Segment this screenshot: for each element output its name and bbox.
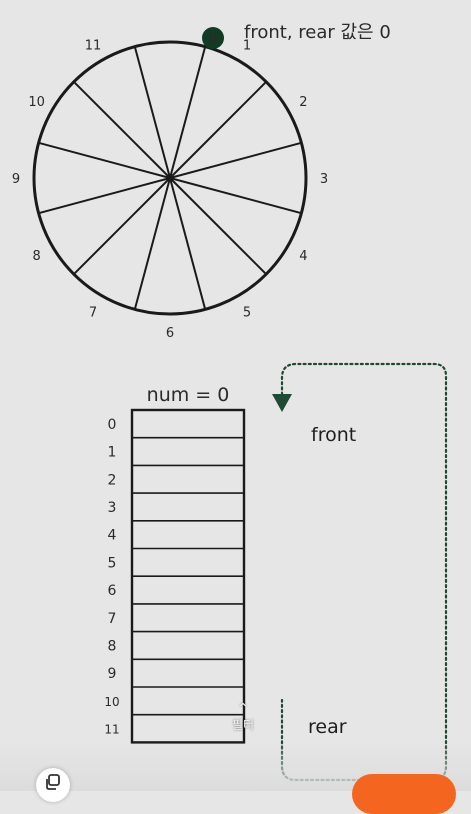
circular-queue-spokes	[38, 46, 302, 310]
circle-spoke	[169, 177, 207, 310]
slot-label: 7	[89, 305, 97, 320]
array-index-label: 7	[108, 611, 117, 627]
circular-queue-diagram: 0 1 2 3 4 5 6 7 8 9 10 11	[12, 27, 328, 341]
slot-label: 5	[243, 305, 251, 320]
circle-spoke	[73, 177, 171, 275]
slot-label: 9	[12, 172, 20, 187]
circle-spoke	[38, 141, 171, 179]
filter-hint[interactable]: ⌃ 필터	[226, 702, 260, 733]
rear-pointer-label: rear	[308, 716, 347, 738]
chevron-up-icon: ⌃	[237, 701, 249, 717]
circle-spoke	[169, 177, 267, 275]
filter-hint-label: 필터	[231, 718, 255, 732]
slot-label: 8	[32, 249, 40, 264]
array-index-label: 1	[108, 445, 117, 461]
circle-spoke	[38, 177, 171, 215]
array-index-labels: 0 1 2 3 4 5 6 7 8 9 10 11	[104, 417, 119, 737]
slot-label: 1	[243, 39, 251, 54]
slot-label: 2	[299, 95, 307, 110]
circle-spoke	[73, 81, 171, 179]
circle-spoke	[169, 46, 207, 179]
array-index-label: 3	[108, 500, 117, 516]
queue-state-note: front, rear 값은 0	[244, 22, 391, 43]
dotted-loop-path	[280, 362, 448, 782]
array-index-label: 9	[108, 666, 117, 682]
array-index-label: 6	[108, 583, 117, 599]
copy-button[interactable]	[36, 768, 70, 802]
circle-spoke	[133, 177, 171, 310]
slot-label: 10	[28, 95, 45, 110]
circle-spoke	[169, 177, 302, 215]
action-button[interactable]	[352, 774, 456, 814]
array-index-label: 5	[108, 555, 117, 571]
loop-arrow-head	[272, 394, 292, 412]
array-diagram: num = 0 0 1 2 3 4 5 6 7 8 9 10 11	[104, 384, 246, 744]
array-index-label: 11	[104, 723, 119, 737]
circle-spoke	[169, 141, 302, 179]
array-index-label: 0	[108, 417, 117, 433]
array-index-label: 8	[108, 638, 117, 654]
highlight-badge	[202, 27, 224, 49]
array-index-label: 4	[108, 528, 117, 544]
slot-label: 11	[85, 39, 102, 54]
slot-label-highlighted: 0	[208, 32, 217, 47]
circle-spoke	[133, 46, 171, 179]
circular-queue-ring	[32, 40, 308, 316]
array-index-label: 2	[108, 472, 117, 488]
slot-label: 3	[320, 172, 328, 187]
front-pointer-label: front	[311, 424, 357, 446]
array-num-label: num = 0	[147, 384, 230, 406]
circular-queue-slot-labels: 0 1 2 3 4 5 6 7 8 9 10 11	[12, 27, 328, 341]
copy-icon	[46, 774, 60, 790]
slot-label: 4	[299, 249, 307, 264]
array-cells	[130, 408, 246, 744]
array-index-label: 10	[104, 695, 119, 709]
pointer-loop	[272, 362, 448, 782]
slot-label: 6	[166, 326, 174, 341]
circle-spoke	[169, 81, 267, 179]
